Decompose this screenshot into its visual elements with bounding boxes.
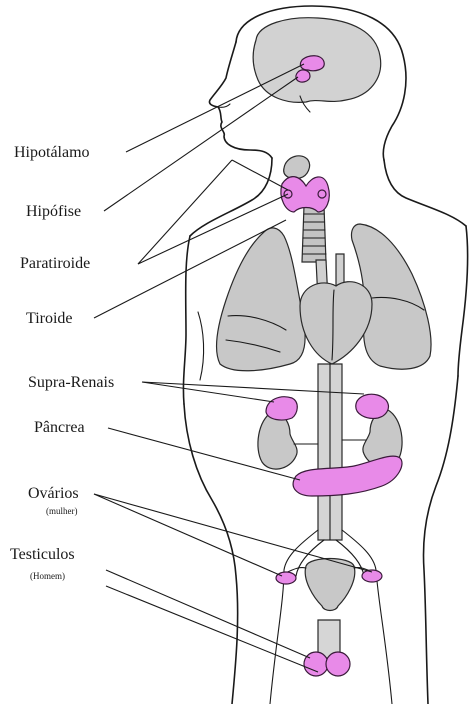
trachea bbox=[302, 206, 326, 262]
left-lung bbox=[217, 228, 305, 371]
leader-testiculos bbox=[106, 570, 318, 672]
left-adrenal-gland bbox=[266, 397, 297, 420]
pancreas bbox=[293, 456, 402, 496]
iliac-vessels bbox=[270, 530, 392, 704]
label-ovarios-sub: (mulher) bbox=[46, 507, 78, 516]
label-ovarios: Ovários bbox=[28, 486, 79, 502]
left-ovary bbox=[276, 572, 296, 584]
label-hipofise: Hipófise bbox=[26, 204, 81, 220]
pituitary-gland bbox=[296, 70, 310, 82]
aorta-vena-cava bbox=[318, 364, 342, 540]
left-kidney bbox=[258, 412, 297, 469]
label-tiroide: Tiroide bbox=[26, 311, 73, 327]
label-testiculos-sub: (Homem) bbox=[30, 572, 65, 581]
larynx bbox=[284, 156, 310, 179]
label-pancrea: Pâncrea bbox=[34, 420, 85, 436]
hypothalamus-gland bbox=[300, 56, 324, 71]
leader-hipotalamo bbox=[126, 64, 304, 152]
leader-hipofise bbox=[104, 77, 298, 211]
heart bbox=[300, 282, 372, 364]
uterus bbox=[282, 559, 378, 611]
label-paratiroide: Paratiroide bbox=[20, 256, 90, 272]
right-adrenal-gland bbox=[356, 394, 389, 418]
label-supra-renais: Supra-Renais bbox=[28, 375, 114, 391]
label-testiculos: Testiculos bbox=[10, 547, 75, 563]
label-hipotalamo: Hipotálamo bbox=[14, 145, 90, 161]
